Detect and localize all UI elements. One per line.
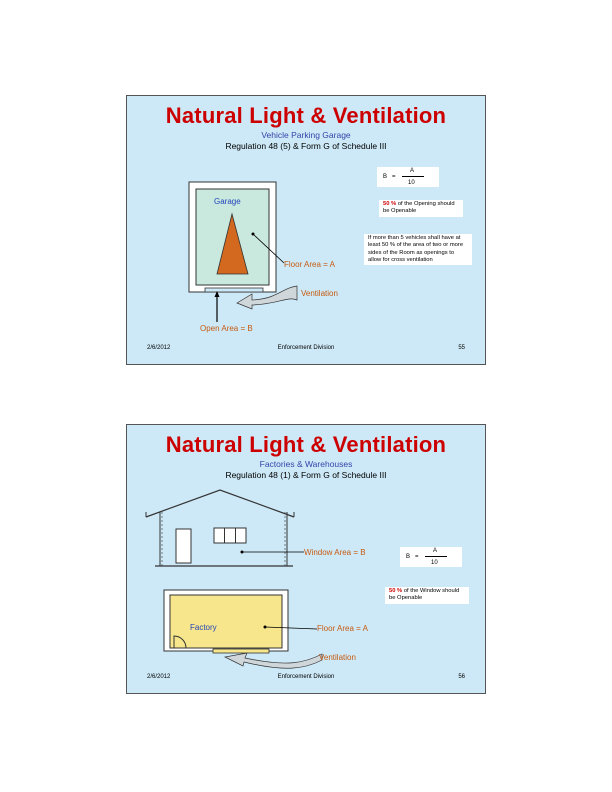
regulation-reference: Regulation 48 (5) & Form G of Schedule I…	[225, 141, 387, 151]
formula-b: B	[383, 174, 388, 180]
openable-text: of the Opening should be Openable	[383, 201, 455, 215]
formula-denominator: 10	[408, 180, 415, 186]
garage-opening	[204, 287, 264, 293]
garage-label: Garage	[214, 197, 241, 206]
fraction-bar	[402, 176, 424, 177]
regulation-reference: Regulation 48 (1) & Form G of Schedule I…	[225, 470, 387, 480]
fraction-bar	[425, 556, 447, 557]
ventilation-arrow	[223, 652, 323, 669]
footer-division: Enforcement Division	[277, 345, 335, 351]
footer-date: 2/6/2012	[147, 345, 171, 351]
window	[213, 527, 247, 544]
slide-title: Natural Light & Ventilation	[165, 432, 447, 457]
formula-b: B	[406, 554, 411, 560]
openable-note: 50 % of the Opening should be Openable	[379, 200, 463, 217]
vehicle-triangle	[216, 212, 249, 275]
openable-percent: 50 %	[389, 588, 403, 594]
openable-note: 50 % of the Window should be Openable	[385, 587, 469, 604]
formula-denominator: 10	[431, 560, 438, 566]
floor-area-label: Floor Area = A	[317, 624, 368, 633]
slide-subtitle: Vehicle Parking Garage	[261, 130, 351, 140]
formula-equals: =	[392, 174, 396, 180]
ventilation-arrow	[236, 285, 298, 310]
formula-box: B = A 10	[377, 167, 439, 187]
factory-label: Factory	[190, 623, 217, 632]
factory-diagram	[145, 489, 323, 669]
door-swing	[173, 635, 187, 649]
formula-equals: =	[415, 554, 419, 560]
footer-division: Enforcement Division	[277, 674, 335, 680]
slide-title: Natural Light & Ventilation	[165, 103, 447, 128]
formula-numerator: A	[410, 168, 415, 174]
garage-diagram	[188, 181, 298, 322]
openable-text: of the Window should be Openable	[389, 588, 460, 602]
floor-area-label: Floor Area = A	[284, 260, 335, 269]
open-area-label: Open Area = B	[200, 324, 253, 333]
formula-box: B = A 10	[400, 547, 462, 567]
footer-page-number: 56	[458, 674, 465, 680]
footer-page-number: 55	[458, 345, 465, 351]
openable-percent: 50 %	[383, 201, 397, 207]
formula-numerator: A	[433, 548, 438, 554]
ventilation-label: Ventilation	[301, 289, 338, 298]
footer-date: 2/6/2012	[147, 674, 171, 680]
slide-subtitle: Factories & Warehouses	[259, 459, 353, 469]
ventilation-label: Ventilation	[319, 653, 356, 662]
factory-opening	[212, 648, 270, 654]
slide-vehicle-parking-garage: Natural Light & Ventilation Vehicle Park…	[126, 95, 486, 365]
window-area-label: Window Area = B	[304, 548, 366, 557]
roof	[145, 489, 295, 518]
slide-factories-warehouses: Natural Light & Ventilation Factories & …	[126, 424, 486, 694]
door	[175, 528, 192, 564]
vehicles-note: If more than 5 vehicles shall have at le…	[364, 234, 472, 266]
factory-floor	[169, 594, 283, 649]
